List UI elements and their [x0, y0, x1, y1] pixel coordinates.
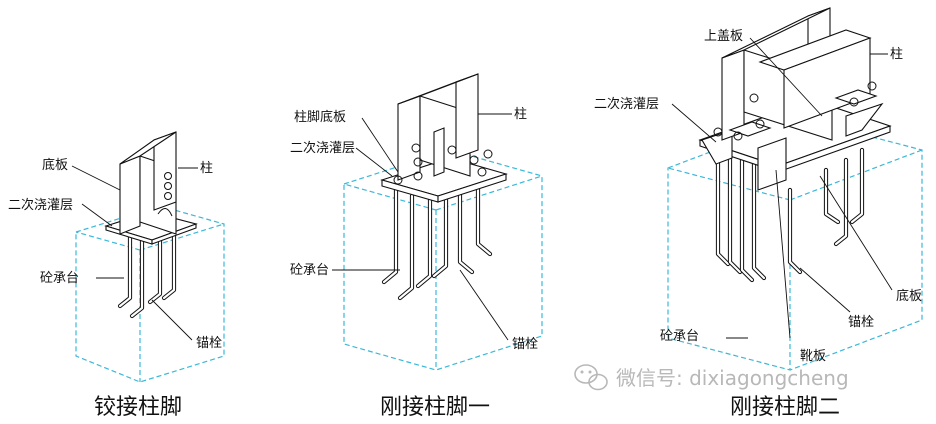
label-pile-cap-1: 砼承台 [40, 271, 79, 286]
label-grout-2: 二次浇灌层 [290, 140, 355, 156]
label-grout-1: 二次浇灌层 [8, 197, 73, 213]
anchor-bolts-2 [381, 179, 493, 301]
label-top-plate-3: 上盖板 [704, 29, 743, 44]
label-grout-3: 二次浇灌层 [594, 96, 659, 112]
watermark: 微信号: dixiagongcheng [574, 364, 849, 391]
column-3 [713, 7, 878, 141]
label-base-plate-2: 柱脚底板 [294, 109, 346, 125]
label-column-1: 柱 [200, 161, 213, 176]
watermark-text: 微信号: dixiagongcheng [616, 366, 849, 390]
label-column-2: 柱 [514, 107, 527, 122]
figure-rigid-base-2: 上盖板 柱 二次浇灌层 底板 锚栓 砼承台 靴板 刚接柱脚二 [594, 7, 923, 420]
label-anchor-bolt-2: 锚栓 [512, 337, 538, 352]
anchor-bolts-3 [715, 143, 865, 283]
leaders-1 [71, 165, 198, 341]
label-pile-cap-2: 砼承台 [290, 263, 329, 278]
label-anchor-bolt-3: 锚栓 [848, 315, 874, 330]
figure-hinged-base: 底板 二次浇灌层 柱 砼承台 锚栓 铰接柱脚 [8, 131, 225, 420]
leaders-2 [332, 113, 512, 341]
anchor-bolts-1 [117, 213, 177, 319]
leaders-3 [671, 37, 893, 339]
label-pile-cap-3: 砼承台 [660, 329, 699, 344]
label-anchor-bolt-1: 锚栓 [196, 336, 222, 351]
column-1 [119, 131, 177, 235]
caption-2: 刚接柱脚一 [380, 395, 490, 420]
figure-rigid-base-1: 柱脚底板 二次浇灌层 柱 砼承台 锚栓 刚接柱脚一 [290, 73, 543, 420]
caption-3: 刚接柱脚二 [730, 395, 840, 420]
column-2 [393, 73, 493, 185]
label-base-plate-1: 底板 [42, 157, 68, 173]
caption-1: 铰接柱脚 [94, 395, 182, 420]
label-stiffener-3: 靴板 [800, 349, 826, 364]
wechat-icon [574, 364, 608, 391]
pile-cap-2 [343, 149, 543, 371]
label-column-3: 柱 [890, 47, 903, 62]
base-plate-2 [380, 157, 508, 203]
label-base-plate-3: 底板 [896, 288, 922, 304]
